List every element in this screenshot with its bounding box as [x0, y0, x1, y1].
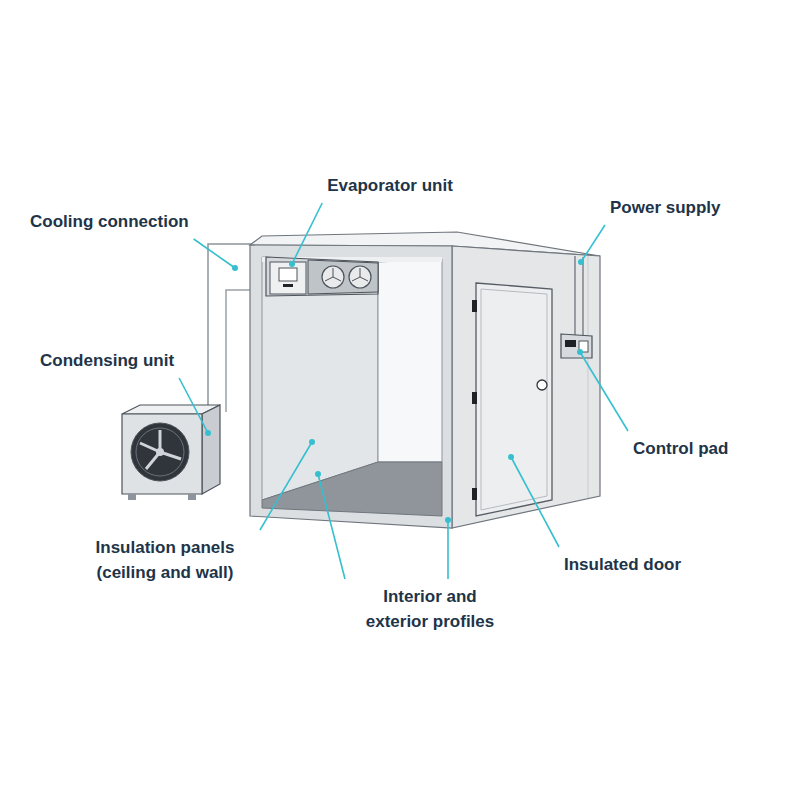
- leader-dot: [578, 259, 584, 265]
- panel-seam: [588, 256, 589, 498]
- leader-line: [580, 352, 628, 431]
- leader-dot: [315, 471, 321, 477]
- interior-left-wall: [262, 257, 378, 500]
- leader-line: [194, 239, 235, 268]
- part-label: Insulated door: [564, 552, 681, 577]
- part-label: Insulation panels (ceiling and wall): [75, 535, 255, 585]
- part-label: Condensing unit: [40, 348, 174, 373]
- control-pad-box: [561, 334, 592, 358]
- leader-dot: [577, 349, 583, 355]
- leader-dot: [232, 265, 238, 271]
- part-label: Control pad: [633, 436, 728, 461]
- leader-line: [447, 520, 449, 579]
- interior-floor: [262, 462, 442, 516]
- evaporator: [266, 257, 378, 296]
- leader-dot: [289, 261, 295, 267]
- leader-line: [292, 203, 322, 264]
- part-label: Power supply: [610, 195, 721, 220]
- leader-dot: [445, 517, 451, 523]
- leader-line: [581, 225, 605, 262]
- leader-dot: [508, 454, 514, 460]
- part-label: Evaporator unit: [327, 173, 453, 198]
- front-frame: [250, 245, 452, 528]
- part-label: Interior and exterior profiles: [350, 584, 510, 634]
- interior-back-wall: [378, 259, 442, 462]
- leader-dot: [205, 430, 211, 436]
- leader-line: [318, 474, 345, 579]
- leader-line: [260, 442, 312, 530]
- power-conduits: [575, 256, 583, 335]
- door: [472, 283, 552, 516]
- part-label: Cooling connection: [30, 209, 189, 234]
- leader-dot: [309, 439, 315, 445]
- condensing-unit: [122, 405, 220, 500]
- leader-line: [511, 457, 559, 547]
- leader-line: [179, 378, 208, 433]
